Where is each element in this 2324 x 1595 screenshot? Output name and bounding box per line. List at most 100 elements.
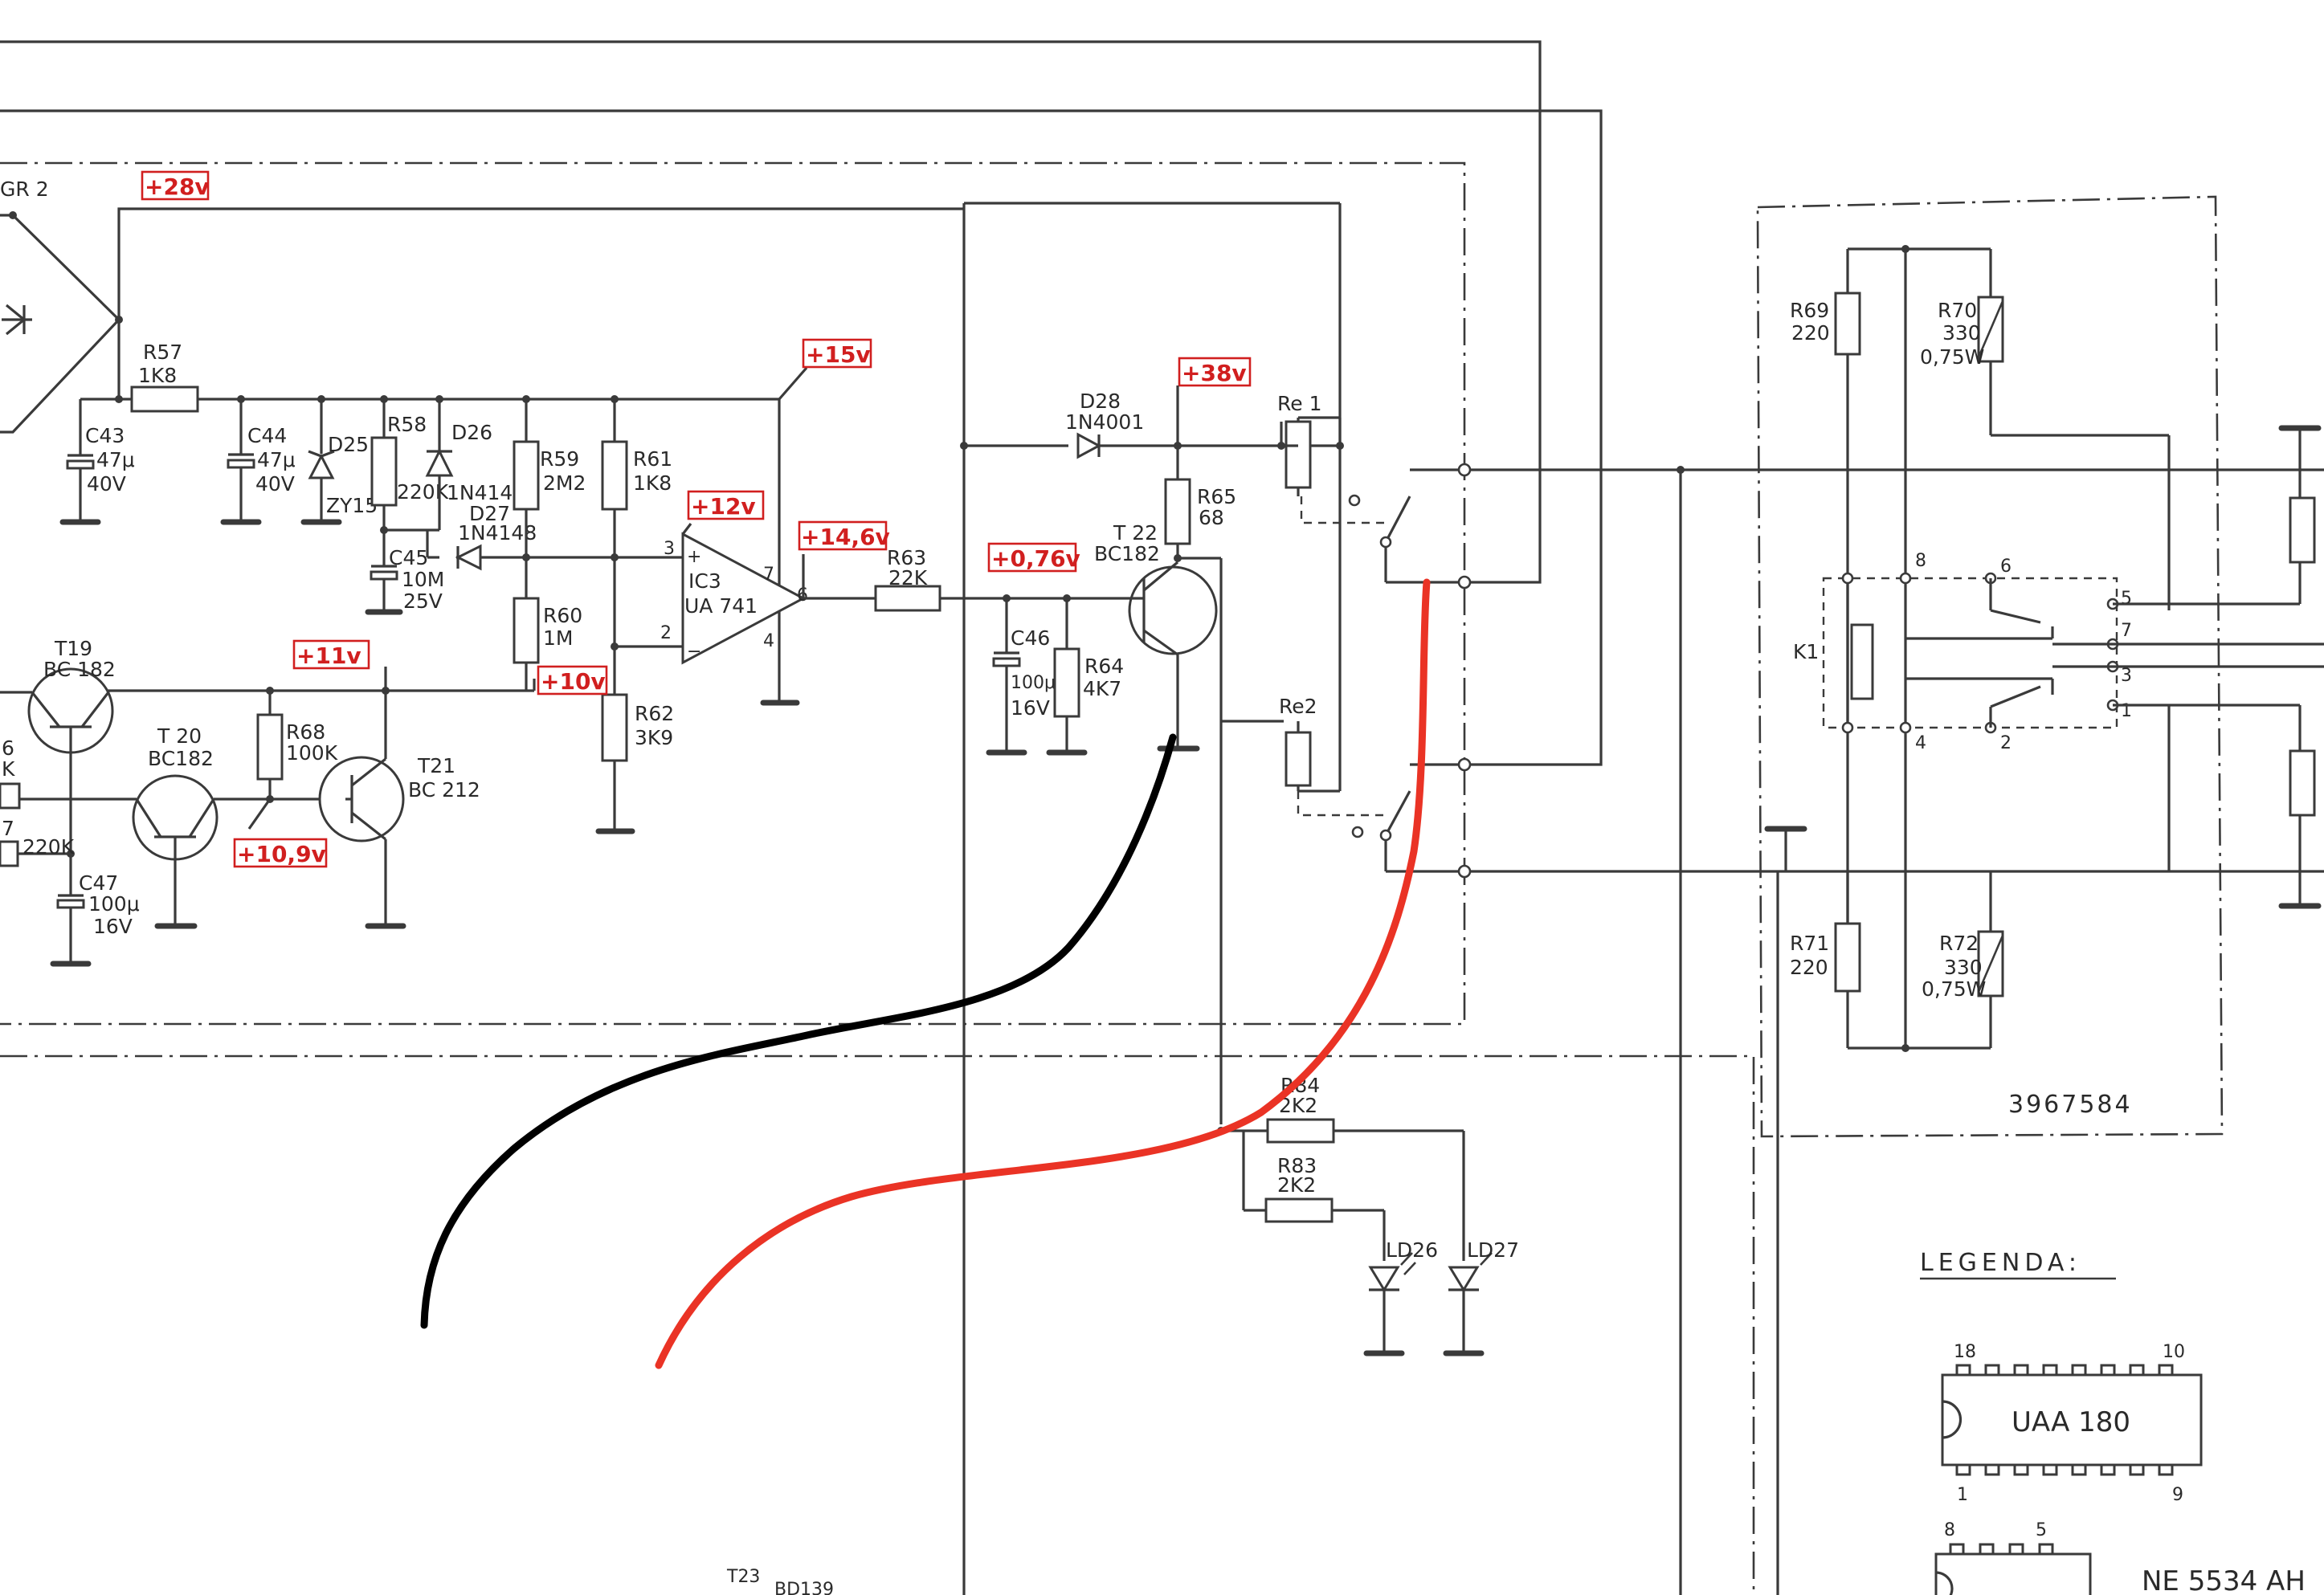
svg-text:2M2: 2M2: [543, 471, 586, 495]
svg-text:BC 182: BC 182: [43, 658, 116, 681]
svg-text:C44: C44: [247, 424, 287, 447]
svg-text:1N4001: 1N4001: [1065, 410, 1144, 434]
svg-text:3: 3: [2121, 666, 2132, 686]
svg-text:0,75W: 0,75W: [1920, 345, 1984, 369]
svg-text:K: K: [2, 757, 15, 781]
speaker-connectors: [2169, 425, 2322, 909]
voltage-14-6v: +14,6v: [801, 524, 890, 550]
voltage-28v: +28v: [145, 173, 210, 200]
svg-text:C45: C45: [389, 546, 428, 569]
svg-text:C47: C47: [79, 871, 118, 895]
svg-text:9: 9: [2172, 1485, 2183, 1505]
voltage-38v: +38v: [1182, 360, 1247, 386]
svg-text:T 20: T 20: [157, 724, 202, 748]
opamp-ic3: IC3 UA 741 3 2 + − 7 4 6 +12v R63 22K +1…: [611, 490, 1121, 665]
resistor-r68: R68 100K +10,9v: [233, 687, 338, 868]
voltage-0-76v: +0,76v: [991, 545, 1080, 572]
svg-text:10M: 10M: [402, 568, 444, 591]
svg-text:7: 7: [2, 817, 14, 840]
svg-text:Re 1: Re 1: [1277, 392, 1321, 415]
legend-ic-uaa180: UAA 180 18 10 1 9: [1941, 1342, 2203, 1505]
svg-text:R71: R71: [1790, 932, 1829, 955]
svg-text:C46: C46: [1011, 626, 1050, 650]
svg-text:5: 5: [2036, 1520, 2047, 1540]
resistor-r61: R61 1K8: [601, 395, 672, 695]
svg-text:6: 6: [2000, 557, 2012, 577]
svg-text:100μ: 100μ: [88, 892, 140, 916]
svg-text:R70: R70: [1938, 299, 1977, 322]
svg-text:BD139: BD139: [774, 1580, 834, 1595]
svg-text:2: 2: [660, 623, 672, 643]
probe-wire-red: [655, 578, 1431, 1369]
svg-text:68: 68: [1199, 506, 1224, 529]
svg-text:R61: R61: [633, 447, 672, 471]
v28-rail: +28v: [117, 170, 964, 320]
led-ld27: LD27: [1443, 1238, 1519, 1356]
resistor-r60: R60 1M: [513, 597, 582, 691]
relay-junctions: [1457, 463, 2324, 879]
svg-text:18: 18: [1954, 1342, 1976, 1362]
resistor-r59: R59 2M2: [513, 395, 586, 598]
svg-text:4: 4: [1915, 733, 1926, 753]
svg-text:Re2: Re2: [1279, 695, 1317, 718]
svg-text:1K8: 1K8: [633, 471, 672, 495]
voltage-10-9v: +10,9v: [237, 841, 326, 867]
svg-text:220: 220: [1790, 956, 1828, 979]
bias-10v-link: +10v: [386, 665, 608, 696]
svg-text:R65: R65: [1197, 485, 1236, 508]
svg-text:D28: D28: [1080, 390, 1121, 413]
svg-text:R72: R72: [1939, 932, 1979, 955]
svg-text:R68: R68: [286, 720, 325, 744]
svg-text:T23: T23: [726, 1567, 760, 1587]
svg-text:1K8: 1K8: [138, 364, 177, 387]
svg-text:R57: R57: [143, 341, 182, 364]
svg-text:47μ: 47μ: [257, 448, 296, 471]
svg-text:220: 220: [1791, 321, 1830, 345]
svg-text:T 22: T 22: [1113, 521, 1158, 545]
svg-text:R69: R69: [1790, 299, 1829, 322]
svg-text:10: 10: [2163, 1342, 2185, 1362]
board-outline: [0, 161, 2224, 1595]
svg-text:1: 1: [1957, 1485, 1968, 1505]
svg-text:47μ: 47μ: [96, 448, 135, 471]
svg-text:8: 8: [1944, 1520, 1955, 1540]
svg-text:R83: R83: [1277, 1154, 1317, 1177]
svg-text:4: 4: [763, 631, 774, 651]
resistor-r62: R62 3K9: [595, 693, 674, 834]
transistor-t20: T 20 BC182: [0, 724, 345, 929]
svg-text:IC3: IC3: [688, 569, 721, 593]
led-ld26: LD26: [1363, 1238, 1438, 1356]
resistor-r58: R58 220K: [370, 395, 449, 566]
uaa180-pins: [1955, 1364, 2174, 1476]
capacitor-c45: C45 10M 25V: [365, 546, 444, 615]
legend-title: LEGENDA:: [1920, 1249, 2081, 1277]
gr2-label: GR 2: [0, 177, 49, 201]
transistor-t22: T 22 BC182: [1094, 521, 1218, 752]
svg-text:5: 5: [2121, 589, 2132, 609]
bus-15v: +15v: [80, 320, 872, 706]
svg-text:100K: 100K: [286, 741, 338, 765]
uaa180-label: UAA 180: [2012, 1406, 2130, 1438]
rails: [962, 202, 1779, 1595]
svg-text:LD27: LD27: [1467, 1238, 1519, 1262]
svg-text:BC182: BC182: [1094, 542, 1160, 565]
svg-text:T21: T21: [417, 754, 455, 777]
capacitor-c47: C47 100μ 16V: [50, 855, 140, 967]
svg-text:330: 330: [1942, 321, 1981, 345]
svg-text:22K: 22K: [888, 566, 928, 589]
svg-text:D25: D25: [328, 433, 369, 456]
svg-text:1N4148: 1N4148: [447, 481, 525, 504]
svg-text:R63: R63: [887, 546, 926, 569]
svg-text:7: 7: [763, 565, 774, 585]
voltage-11v: +11v: [296, 642, 361, 669]
svg-text:C43: C43: [85, 424, 125, 447]
relay-re2: Re2: [1221, 446, 1464, 873]
resistor-r64: R64 4K7: [1046, 594, 1124, 756]
legend: LEGENDA: UAA: [1920, 1249, 2306, 1595]
ne5534-label: NE 5534 AH: [2142, 1565, 2306, 1595]
resistor-r65: R65 68: [1164, 446, 1236, 1124]
svg-text:UA 741: UA 741: [684, 594, 758, 618]
svg-text:3K9: 3K9: [635, 726, 673, 749]
svg-text:R62: R62: [635, 702, 674, 725]
